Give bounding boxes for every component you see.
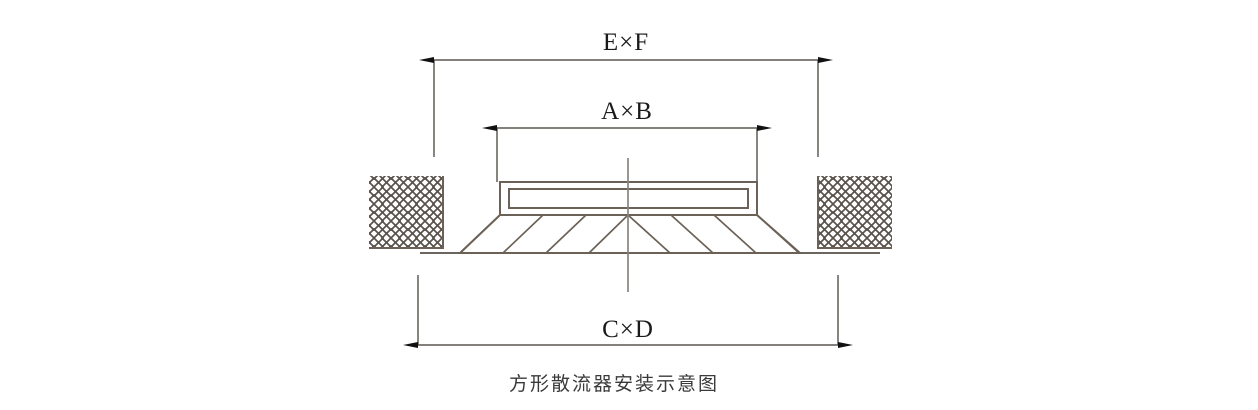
fin-line	[756, 214, 800, 254]
fin-line	[713, 214, 757, 254]
fin-line	[627, 214, 671, 254]
dimension-ab-label: A×B	[601, 98, 653, 125]
dimension-ef: E×F	[419, 29, 833, 157]
diffuser-body	[457, 181, 803, 254]
dimension-cd-label: C×D	[602, 316, 654, 343]
wall-outline-left	[369, 176, 444, 249]
wall-block-left	[369, 176, 444, 249]
fin-line	[545, 214, 587, 254]
dimension-ef-label: E×F	[603, 29, 649, 56]
fin-line	[502, 214, 544, 254]
dimension-ab: A×B	[482, 98, 772, 182]
dimension-cd: C×D	[403, 275, 853, 348]
wall-block-right	[817, 176, 892, 249]
fin-line	[670, 214, 714, 254]
fin-line	[588, 214, 629, 254]
wall-outline-right	[817, 176, 892, 249]
wall-hatch-right	[818, 176, 892, 248]
diagram-caption: 方形散流器安装示意图	[509, 373, 719, 395]
fin-line	[459, 214, 501, 254]
wall-hatch-left	[369, 176, 443, 248]
